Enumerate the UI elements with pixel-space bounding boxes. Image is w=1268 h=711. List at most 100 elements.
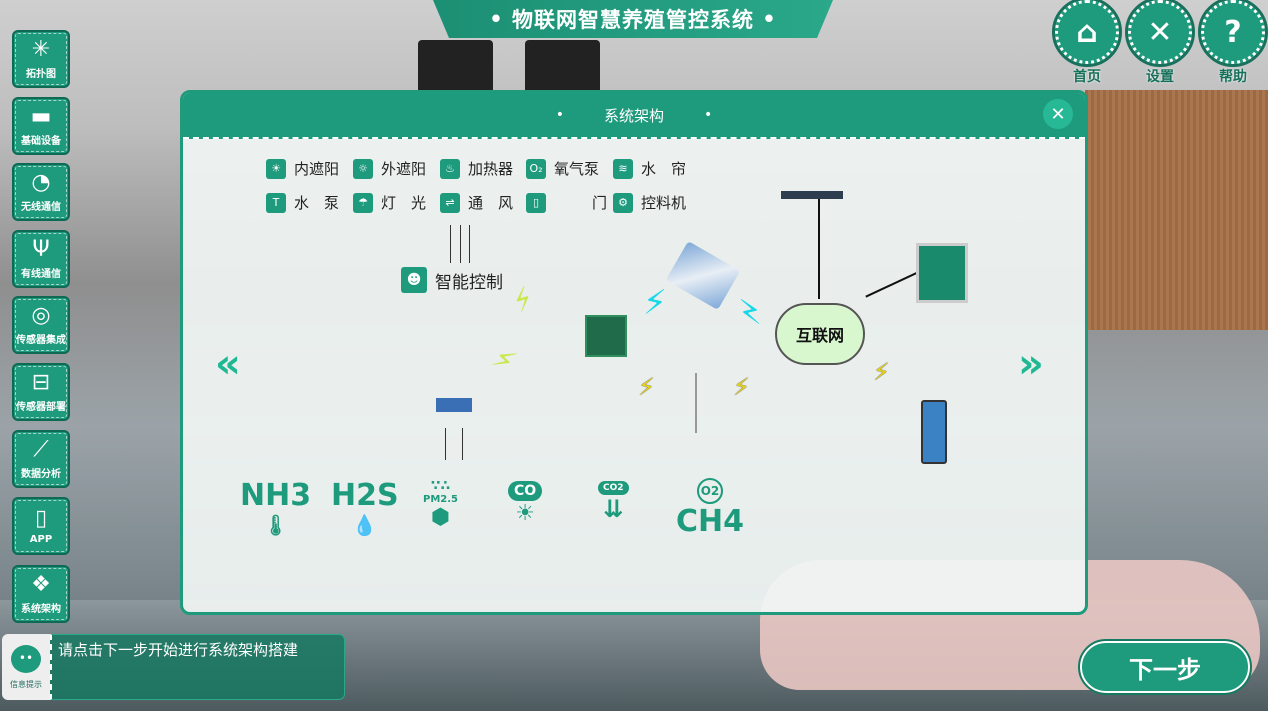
network-switch	[781, 191, 843, 199]
device-item: ⇌通 风	[440, 192, 513, 213]
device-item: ☀ 内遮阳	[266, 158, 339, 179]
signal-bolt-icon: ⚡	[733, 373, 750, 401]
next-step-button[interactable]: 下一步	[1078, 639, 1252, 695]
computer-monitor-icon	[916, 243, 968, 303]
thermometer-icon: 🌡	[262, 513, 289, 537]
light-sensor-icon: ☀	[515, 501, 535, 526]
sensor-co2: CO2⇊	[598, 481, 629, 523]
next-arrow-button[interactable]: »	[1018, 341, 1044, 387]
device-label: 门	[592, 194, 608, 212]
device-item: ▯门	[526, 192, 607, 213]
sensor-label: CH4	[676, 504, 744, 539]
device-label: 水 帘	[641, 160, 687, 178]
sidebar-item-wireless[interactable]: ◔无线通信	[12, 163, 70, 221]
phone-icon: ▯	[34, 506, 48, 531]
sidebar-label: 传感器集成	[16, 335, 66, 346]
signal-bolt-icon: ⚡	[873, 358, 890, 386]
info-message-box: 请点击下一步开始进行系统架构搭建	[50, 634, 345, 700]
sensor-node	[436, 398, 472, 412]
smart-control-label: 智能控制	[435, 272, 503, 293]
device-label: 外遮阳	[381, 160, 427, 178]
antenna-sensor	[695, 373, 697, 433]
dust-icon: ∵∴	[430, 478, 451, 494]
sidebar-item-architecture[interactable]: ❖系统架构	[12, 565, 70, 623]
sidebar-item-data-analysis[interactable]: ⟋ 数据分析	[12, 430, 70, 488]
close-icon: ✕	[1050, 103, 1066, 125]
settings-button[interactable]: ✕	[1125, 0, 1195, 67]
sidebar-item-sensor-integration[interactable]: ◎ 传感器集成	[12, 296, 70, 354]
device-label: 氧气泵	[554, 160, 600, 178]
sidebar-label: 拓扑图	[26, 69, 56, 80]
ventilation-icon: ⇌	[440, 192, 460, 213]
smart-control: ☻ 智能控制	[401, 267, 503, 293]
sidebar-item-sensor-deploy[interactable]: ⊟传感器部署	[12, 363, 70, 421]
sidebar-label: 无线通信	[21, 202, 61, 213]
sensor-nh3: NH3🌡	[240, 478, 311, 537]
signal-bolt-icon: ⚡	[485, 340, 522, 381]
prev-arrow-button[interactable]: «	[215, 341, 241, 387]
info-message: 请点击下一步开始进行系统架构搭建	[58, 641, 299, 659]
help-icon: ?	[1224, 14, 1242, 50]
device-label: 灯 光	[381, 194, 427, 212]
sensor-h2s: H2S💧	[331, 478, 399, 537]
device-label: 内遮阳	[294, 160, 340, 178]
sidebar-item-wired[interactable]: Ψ 有线通信	[12, 230, 70, 288]
sensor-integration-icon: ◎	[31, 303, 51, 328]
close-button[interactable]: ✕	[1043, 99, 1073, 129]
chat-bubble-icon: ••	[11, 644, 41, 673]
controller-board	[585, 315, 627, 357]
humidity-icon: 💧	[352, 513, 378, 537]
feeder-icon: ⚙	[613, 192, 633, 213]
dialog-title: 系统架构	[603, 106, 664, 125]
mobile-phone-icon	[921, 400, 947, 464]
light-icon: ☂	[353, 192, 373, 213]
help-label: 帮助	[1219, 69, 1247, 85]
wired-icon: Ψ	[32, 237, 50, 262]
sidebar-label: APP	[29, 534, 53, 545]
sidebar-label: 数据分析	[21, 469, 61, 480]
next-step-label: 下一步	[1129, 655, 1201, 684]
down-arrow	[460, 225, 461, 263]
wireless-signal-icon: ⚡	[738, 293, 762, 333]
device-item: ⚙控料机	[613, 192, 686, 213]
device-item: ♨ 加热器	[440, 158, 513, 179]
sensor-co: CO☀	[508, 481, 543, 526]
water-pump-icon: T	[266, 192, 286, 213]
heater-icon: ♨	[440, 158, 460, 179]
sidebar-label: 基础设备	[21, 136, 61, 147]
chart-icon: ⟋	[33, 437, 49, 462]
sidebar-item-basic-devices[interactable]: ▬基础设备	[12, 97, 70, 155]
help-button[interactable]: ?	[1198, 0, 1268, 67]
sidebar-label: 传感器部署	[16, 402, 66, 413]
home-button[interactable]: ⌂	[1052, 0, 1122, 67]
inner-shade-icon: ☀	[266, 158, 286, 179]
sensor-label: CO2	[598, 481, 629, 495]
dialog-header: •系统架构•	[183, 93, 1085, 139]
device-item: ☂ 灯 光	[353, 192, 426, 213]
device-label: 加热器	[468, 160, 514, 178]
satellite-icon	[665, 241, 741, 310]
home-icon: ⌂	[1076, 14, 1098, 50]
sidebar-item-app[interactable]: ▯ APP	[12, 497, 70, 555]
robot-icon: ☻	[401, 267, 427, 293]
outer-shade-icon: ☼	[353, 158, 373, 179]
signal-bolt-icon: ⚡	[505, 280, 542, 321]
app-title-text: 物联网智慧养殖管控系统	[512, 8, 754, 32]
molecule-icon: ⬢	[430, 505, 451, 530]
settings-label: 设置	[1146, 69, 1174, 85]
topology-icon: ✳	[31, 37, 51, 62]
signal-bolt-icon: ⚡	[638, 373, 655, 401]
sidebar-item-topology[interactable]: ✳ 拓扑图	[12, 30, 70, 88]
app-title: • 物联网智慧养殖管控系统 •	[433, 0, 833, 38]
sensor-pm25: ∵∴PM2.5⬢	[423, 478, 458, 530]
sidebar-label: 有线通信	[21, 269, 61, 280]
connection-line	[818, 199, 820, 299]
water-curtain-icon: ≋	[613, 158, 633, 179]
internet-cloud: 互联网	[775, 303, 865, 365]
background-wall	[1085, 90, 1268, 330]
sensor-label: CO	[508, 481, 543, 501]
sensor-label: NH3	[240, 478, 312, 513]
sensor-label: PM2.5	[423, 494, 458, 505]
